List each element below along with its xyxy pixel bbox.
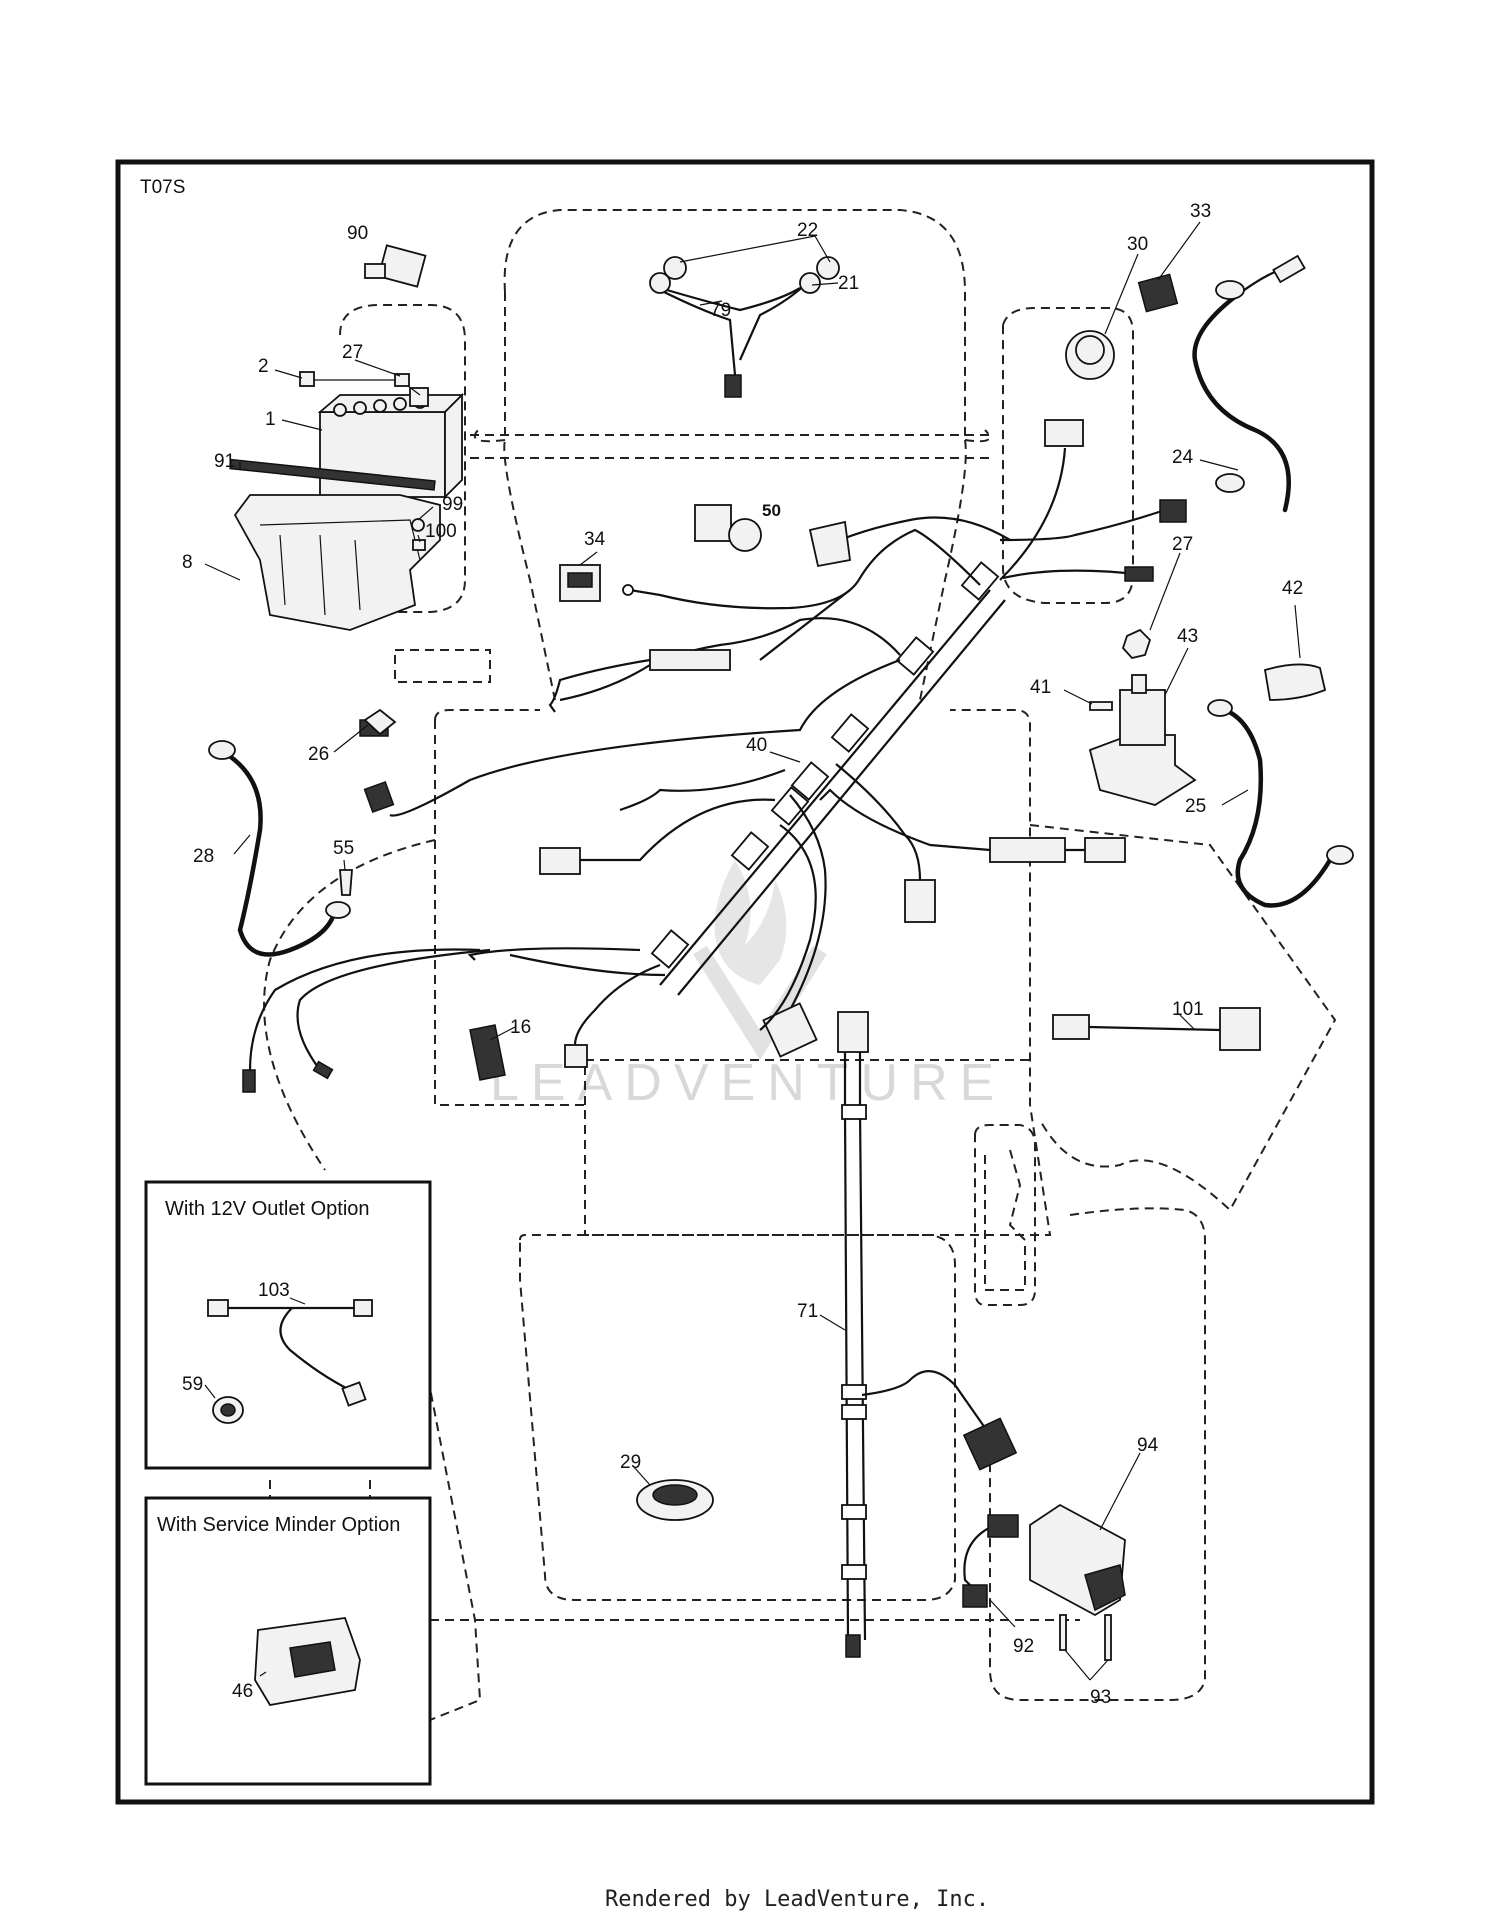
callout-71: 71 (797, 1301, 818, 1322)
service-option-title: With Service Minder Option (157, 1514, 400, 1536)
battery-tray (229, 458, 441, 631)
callout-16: 16 (510, 1017, 531, 1038)
option-box-12v-outlet: With 12V Outlet Option 103 59 (144, 1180, 432, 1470)
callout-99: 99 (442, 494, 463, 515)
callout-55: 55 (333, 838, 354, 859)
callout-90: 90 (347, 223, 368, 244)
leader-lines (204, 221, 1301, 1681)
callout-79: 79 (710, 300, 731, 321)
callout-93: 93 (1090, 1687, 1111, 1708)
diagram-code: T07S (140, 177, 185, 198)
outlet-option-title: With 12V Outlet Option (165, 1198, 370, 1220)
battery (299, 371, 465, 500)
callout-27-top: 27 (342, 342, 363, 363)
callout-8: 8 (182, 552, 193, 573)
parts (208, 244, 1354, 1661)
headlight-harness (649, 256, 840, 398)
callout-43: 43 (1177, 626, 1198, 647)
callout-2: 2 (258, 356, 269, 377)
callout-26: 26 (308, 744, 329, 765)
callout-1: 1 (265, 409, 276, 430)
callout-24: 24 (1172, 447, 1194, 468)
callout-59: 59 (182, 1374, 203, 1395)
callout-28: 28 (193, 846, 214, 867)
callout-103: 103 (258, 1280, 290, 1301)
callout-22: 22 (797, 220, 818, 241)
callout-41: 41 (1030, 677, 1051, 698)
callout-33: 33 (1190, 201, 1211, 222)
callout-46: 46 (232, 1681, 253, 1702)
callout-27-right: 27 (1172, 534, 1193, 555)
callout-94: 94 (1137, 1435, 1159, 1456)
callout-50: 50 (762, 501, 781, 520)
callout-21: 21 (838, 273, 859, 294)
callout-labels: 90 27 2 1 91 99 100 8 22 79 21 30 33 24 … (182, 201, 1303, 1708)
callout-34: 34 (584, 529, 606, 550)
callout-29: 29 (620, 1452, 641, 1473)
callout-30: 30 (1127, 234, 1148, 255)
diagram-frame (115, 159, 1375, 1805)
callout-92: 92 (1013, 1636, 1034, 1657)
callout-101: 101 (1172, 999, 1204, 1020)
option-box-service-minder: With Service Minder Option 46 (144, 1496, 432, 1786)
callout-100: 100 (425, 521, 457, 542)
callout-40: 40 (746, 735, 767, 756)
callout-25: 25 (1185, 796, 1206, 817)
callout-42: 42 (1282, 578, 1303, 599)
main-harness (363, 419, 1187, 1068)
callout-91: 91 (214, 451, 235, 472)
footer-credit: Rendered by LeadVenture, Inc. (605, 1887, 989, 1912)
